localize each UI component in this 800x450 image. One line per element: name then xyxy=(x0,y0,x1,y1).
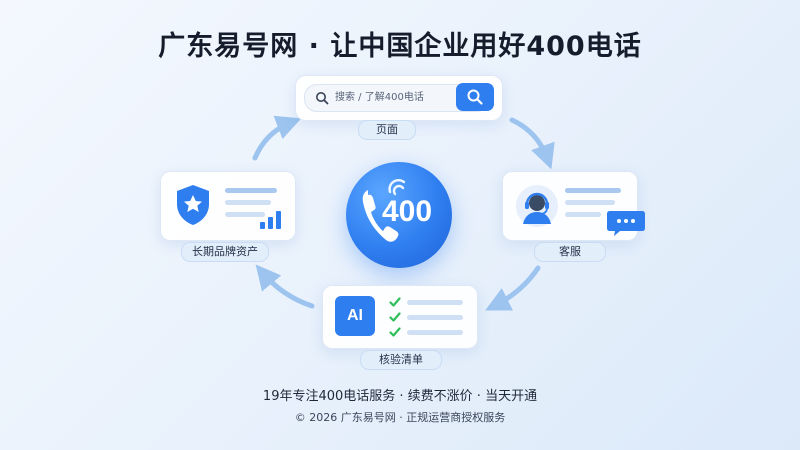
checkmark-icon xyxy=(389,327,401,337)
search-icon xyxy=(467,89,483,105)
footer-slogan: 19年专注400电话服务 · 续费不涨价 · 当天开通 xyxy=(262,389,538,404)
checkmark-icon xyxy=(389,312,401,322)
bar-chart-icon xyxy=(260,211,281,229)
arrow-service-to-checklist xyxy=(485,265,541,311)
brand-node-card xyxy=(160,171,296,241)
signal-waves-icon xyxy=(388,179,406,196)
brand-node-label: 长期品牌资产 xyxy=(181,242,269,262)
chat-bubble-icon xyxy=(607,211,645,236)
ai-chip-text: AI xyxy=(347,307,363,324)
brand-text-line xyxy=(225,212,265,217)
service-text-line xyxy=(565,188,621,193)
checklist-line xyxy=(407,315,463,320)
footer-copyright: © 2026 广东易号网 · 正规运营商授权服务 xyxy=(294,411,506,424)
arrow-brand-to-page xyxy=(252,115,302,161)
arrow-checklist-to-brand xyxy=(255,264,315,309)
checklist-line xyxy=(407,300,463,305)
brand-text-line xyxy=(225,188,277,193)
checklist-node-card: AI xyxy=(322,285,478,349)
center-400-badge: 400 xyxy=(346,162,452,268)
page-node-card: 搜索 / 了解400电话 xyxy=(295,75,503,121)
page-title: 广东易号网 · 让中国企业用好400电话 xyxy=(158,31,642,62)
checkmark-icon xyxy=(389,297,401,307)
service-text-line xyxy=(565,212,601,217)
search-field-icon xyxy=(316,92,329,105)
phone-icon xyxy=(362,190,399,242)
shield-star-icon xyxy=(177,185,209,225)
brand-text-line xyxy=(225,200,271,205)
page-node-label: 页面 xyxy=(358,120,416,140)
search-placeholder: 搜索 / 了解400电话 xyxy=(335,92,424,103)
headset-agent-icon xyxy=(516,185,558,227)
arrow-page-to-service xyxy=(509,117,555,170)
center-number: 400 xyxy=(382,195,433,228)
checklist-line xyxy=(407,330,463,335)
service-node-label: 客服 xyxy=(534,242,606,262)
service-text-line xyxy=(565,200,615,205)
ai-chip-icon: AI xyxy=(335,296,375,336)
search-button[interactable] xyxy=(456,83,494,111)
checklist-node-label: 核验清单 xyxy=(360,350,442,370)
